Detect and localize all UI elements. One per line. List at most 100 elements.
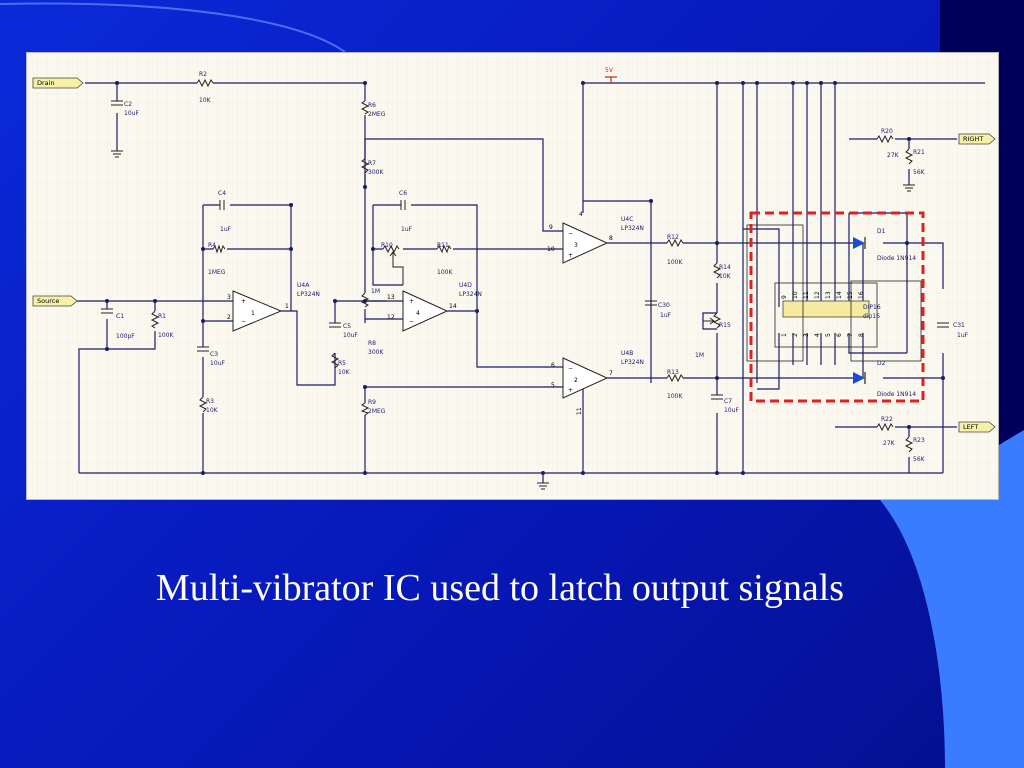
c7-value: 10uF <box>724 407 739 414</box>
u4d-pin-plus: 13 <box>387 294 395 301</box>
r21-value: 56K <box>913 169 926 176</box>
u4b-ref: U4B <box>621 350 633 357</box>
svg-text:−: − <box>409 318 414 325</box>
schematic-frame: Drain Source RIGHT LEFT 5V <box>26 52 999 500</box>
r9-ref: R9 <box>368 399 376 406</box>
supply-5v-label: 5V <box>605 67 614 74</box>
r10-value: 1M <box>371 288 380 295</box>
port-source-label: Source <box>37 297 59 305</box>
r2-ref: R2 <box>199 71 207 78</box>
svg-text:+: + <box>568 387 573 394</box>
ground-icon <box>903 184 915 192</box>
c1-value: 100pF <box>116 333 135 340</box>
u4a-pin-out: 1 <box>285 303 289 310</box>
r13-value: 100K <box>667 393 683 400</box>
opamp-u4d: +− <box>402 290 449 332</box>
r22-value: 27K <box>883 440 896 447</box>
u4c-ref: U4C <box>621 216 633 223</box>
u4c-unit: 3 <box>574 242 578 249</box>
port-drain: Drain <box>32 77 84 89</box>
svg-text:−: − <box>241 318 246 325</box>
dip16-top-pin: 9 <box>781 295 788 299</box>
r6-ref: R6 <box>368 102 376 109</box>
r3-value: 10K <box>206 407 219 414</box>
c6-ref: C6 <box>399 190 407 197</box>
dip16-top-pin: 10 <box>792 291 799 299</box>
dip16-value: dip16 <box>863 313 880 320</box>
u4d-unit: 4 <box>416 310 420 317</box>
port-left: LEFT <box>958 421 996 433</box>
component-labels: R2 10K C2 10uF R6 2MEG R7 300K C4 1uF R4… <box>116 71 969 463</box>
r8-ref: R8 <box>368 340 376 347</box>
light-right-curve <box>880 420 1024 768</box>
dip16-bottom-pin: 5 <box>825 333 832 337</box>
r4-ref: R4 <box>208 242 216 249</box>
u4b-pin-vminus: 11 <box>576 407 583 415</box>
diode-d1-icon <box>853 237 866 249</box>
opamp-symbols: +− +− −+ −+ <box>232 222 609 399</box>
dip16-chip <box>746 224 922 362</box>
u4c-pin-minus: 9 <box>549 224 553 231</box>
dip16-bottom-pin: 6 <box>836 333 843 337</box>
u4c-pin-vplus: 4 <box>579 211 583 218</box>
c31-ref: C31 <box>953 322 965 329</box>
slide-caption: Multi-vibrator IC used to latch output s… <box>155 567 845 609</box>
junction-dots <box>105 81 945 475</box>
u4b-part: LP324N <box>621 359 644 366</box>
d1-ref: D1 <box>877 228 886 235</box>
r11-value: 100K <box>437 269 453 276</box>
u4a-unit: 1 <box>251 310 255 317</box>
c3-value: 10uF <box>210 360 225 367</box>
r13-ref: R13 <box>667 369 679 376</box>
r20-ref: R20 <box>881 128 893 135</box>
c4-ref: C4 <box>218 190 226 197</box>
c5-ref: C5 <box>343 323 351 330</box>
u4c-pin-out: 8 <box>609 235 613 242</box>
r9-value: 2MEG <box>368 408 386 415</box>
dip16-bottom-pin: 1 <box>781 333 788 337</box>
c30-value: 1uF <box>660 312 672 319</box>
port-drain-label: Drain <box>37 79 55 87</box>
opamp-u4a: +− <box>232 290 283 332</box>
u4d-ref: U4D <box>459 282 472 289</box>
capacitor-symbols <box>101 100 949 400</box>
r14-ref: R14 <box>719 264 731 271</box>
r23-ref: R23 <box>913 437 925 444</box>
r21-ref: R21 <box>913 149 925 156</box>
port-source: Source <box>32 295 78 307</box>
r7-value: 300K <box>368 169 384 176</box>
u4d-part: LP324N <box>459 291 482 298</box>
dip16-top-pin: 11 <box>803 291 810 299</box>
opamp-u4b: −+ <box>562 357 609 399</box>
dip16-bottom-pin: 4 <box>814 333 821 337</box>
r11-ref: R11 <box>437 242 449 249</box>
dip16-top-pin: 15 <box>847 291 854 299</box>
r4-value: 1MEG <box>208 269 226 276</box>
c2-ref: C2 <box>124 101 132 108</box>
u4a-part: LP324N <box>297 291 320 298</box>
u4d-pin-minus: 12 <box>387 314 395 321</box>
r1-value: 100K <box>158 332 174 339</box>
c6-value: 1uF <box>401 226 413 233</box>
c30-ref: C30 <box>658 302 670 309</box>
diode-symbols <box>853 237 866 384</box>
ground-icon <box>537 482 549 490</box>
u4a-ref: U4A <box>297 282 310 289</box>
supply-5v: 5V <box>605 67 617 83</box>
c4-value: 1uF <box>220 226 232 233</box>
dip16-top-pin: 12 <box>814 291 821 299</box>
c3-ref: C3 <box>210 351 218 358</box>
r1-ref: R1 <box>158 313 166 320</box>
d2-ref: D2 <box>877 360 886 367</box>
highlight-box <box>749 211 925 403</box>
ground-icon <box>111 150 123 158</box>
c2-value: 10uF <box>124 110 139 117</box>
r3-ref: R3 <box>206 398 214 405</box>
u4b-pin-plus: 5 <box>551 382 555 389</box>
u4b-pin-out: 7 <box>609 370 613 377</box>
r12-value: 100K <box>667 259 683 266</box>
u4a-pin-plus: 3 <box>227 294 231 301</box>
svg-text:−: − <box>568 365 573 372</box>
